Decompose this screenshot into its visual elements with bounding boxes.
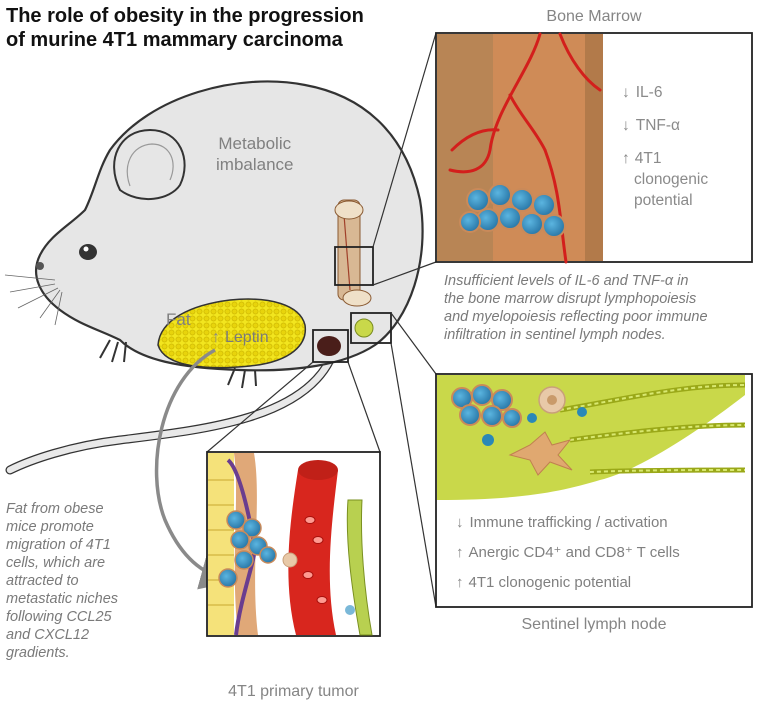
clonogenic-line-2: clonogenic: [634, 171, 709, 188]
fat-note-line-6: metastatic niches: [6, 591, 119, 607]
tumor-panel: [206, 451, 381, 637]
metabolic-line-1: Metabolic: [218, 134, 292, 153]
lymph-node-zoom-box: [350, 312, 392, 344]
tumor-zoom-box: [312, 329, 349, 363]
lymph-node-readouts: Immune trafficking / activation Anergic …: [456, 512, 680, 594]
bone-marrow-title: Bone Marrow: [546, 8, 642, 25]
fat-note-line-1: Fat from obese: [6, 501, 104, 517]
tnf-decrease: TNF-α: [622, 115, 708, 136]
mouse-ear: [113, 128, 186, 201]
metabolic-line-2: imbalance: [216, 155, 294, 174]
clonogenic-increase: 4T1: [622, 148, 708, 169]
mouse-whiskers: [4, 274, 63, 326]
bm-note-line-3: and myelopoiesis reflecting poor immune: [444, 309, 708, 325]
zoom-connectors: [206, 32, 437, 608]
fat-note-line-3: migration of 4T1: [6, 537, 111, 553]
fat-label: Fat: [166, 310, 191, 329]
bone-marrow-note: Insufficient levels of IL-6 and TNF-α in…: [444, 272, 708, 344]
leg-bone: [334, 199, 372, 307]
lymph-vessel: [346, 499, 373, 636]
fat-note-line-8: and CXCL12: [6, 627, 90, 643]
figure-title: The role of obesity in the progression o…: [6, 4, 364, 52]
tumor-mass: [317, 336, 341, 356]
lymph-clonogenic-increase: 4T1 clonogenic potential: [456, 572, 680, 594]
fat-migration-note: Fat from obese mice promote migration of…: [6, 500, 118, 662]
bone-marrow-tumor-cells: [459, 183, 566, 238]
anergic-t-cells-increase: Anergic CD4⁺ and CD8⁺ T cells: [456, 542, 680, 564]
lymph-node-title: Sentinel lymph node: [521, 616, 667, 633]
leptin-label: Leptin: [212, 328, 269, 347]
title-line-1: The role of obesity in the progression: [6, 5, 364, 27]
mouse-front-foot: [99, 339, 127, 363]
mouse-back-foot: [227, 367, 257, 389]
clonogenic-line-3: potential: [634, 192, 693, 209]
bone-marrow-zoom-box: [334, 246, 374, 286]
lymph-node-panel: [435, 373, 753, 608]
fat-note-line-5: attracted to: [6, 573, 79, 589]
fat-note-line-9: gradients.: [6, 645, 70, 661]
primary-tumor-cells: [218, 510, 277, 588]
il6-decrease: IL-6: [622, 82, 708, 103]
bone-marrow-readouts: IL-6 TNF-α 4T1 clonogenic potential: [622, 82, 708, 211]
lymph-node-tumor-cells: [451, 384, 522, 428]
mouse-eye: [79, 244, 97, 260]
fat-note-line-4: cells, which are: [6, 555, 106, 571]
bm-note-line-2: the bone marrow disrupt lymphopoiesis: [444, 291, 697, 307]
fat-note-line-7: following CCL25: [6, 609, 112, 625]
fat-migration-arrow: [154, 348, 236, 590]
bm-note-line-4: infiltration in sentinel lymph nodes.: [444, 327, 666, 343]
title-line-2: of murine 4T1 mammary carcinoma: [6, 29, 343, 51]
blood-vessel: [288, 470, 338, 635]
bm-note-line-1: Insufficient levels of IL-6 and TNF-α in: [444, 273, 689, 289]
metabolic-imbalance-label: Metabolic imbalance: [216, 133, 294, 175]
bone-marrow-panel: [435, 32, 753, 264]
tumor-title: 4T1 primary tumor: [228, 683, 359, 700]
immune-trafficking-decrease: Immune trafficking / activation: [456, 512, 680, 534]
fat-note-line-2: mice promote: [6, 519, 94, 535]
